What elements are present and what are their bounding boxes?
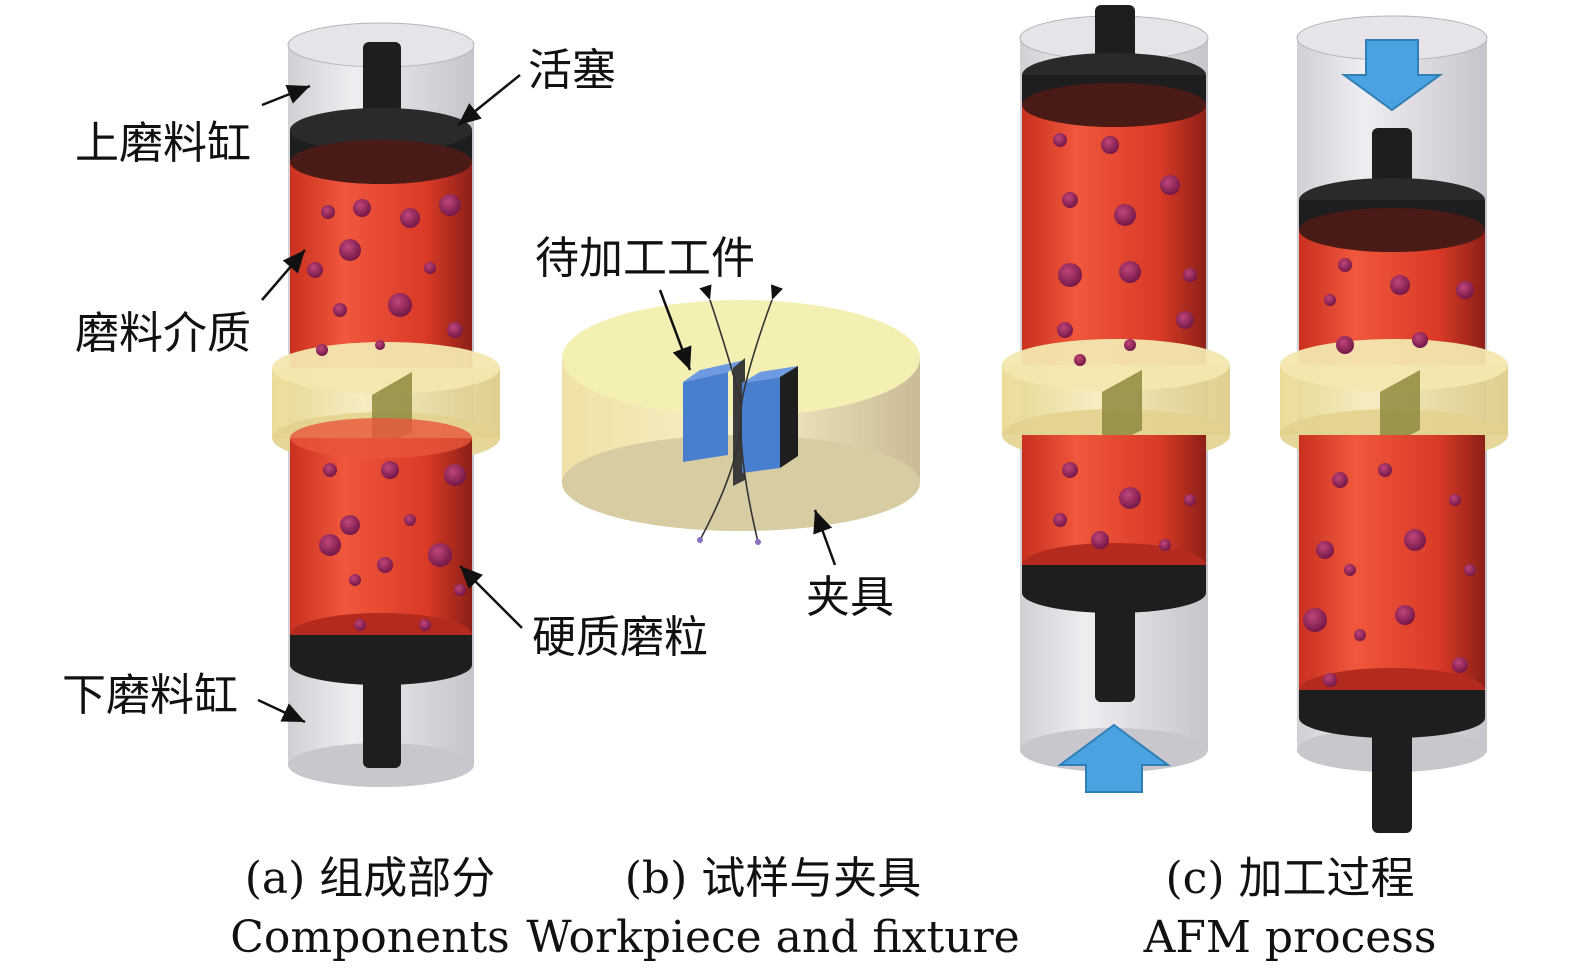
caption-a-zh: (a) 组成部分 — [245, 853, 496, 904]
panel-b — [562, 284, 920, 545]
workpiece-right — [742, 377, 780, 473]
panel-c-left — [1002, 5, 1230, 793]
arrow-up-icon — [1056, 723, 1172, 793]
panel-a — [272, 22, 500, 787]
caption-b-zh: (b) 试样与夹具 — [625, 853, 921, 904]
label-lower-cylinder: 下磨料缸 — [62, 670, 238, 721]
label-piston: 活塞 — [528, 45, 616, 96]
label-workpiece: 待加工工件 — [535, 233, 755, 284]
label-fixture: 夹具 — [806, 572, 894, 623]
workpiece-left — [683, 372, 728, 462]
caption-c-en: AFM process — [1143, 912, 1437, 963]
arrow-down-icon — [1340, 39, 1444, 112]
hard-grains — [307, 194, 466, 631]
label-abrasive-medium: 磨料介质 — [75, 308, 251, 359]
label-hard-grains: 硬质磨粒 — [532, 612, 708, 663]
panel-b-labels: 待加工工件 夹具 — [535, 233, 894, 623]
panel-c-right — [1280, 15, 1508, 833]
caption-a-en: Components — [230, 912, 510, 963]
captions: (a) 组成部分 Components (b) 试样与夹具 Workpiece … — [230, 853, 1436, 963]
caption-c-zh: (c) 加工过程 — [1166, 853, 1415, 904]
label-upper-cylinder: 上磨料缸 — [75, 118, 251, 169]
panel-a-labels: 活塞 上磨料缸 磨料介质 硬质磨粒 下磨料缸 — [62, 45, 708, 724]
right-medium-lower — [1299, 435, 1485, 695]
lower-piston-rod — [363, 660, 401, 768]
fixture-top — [562, 300, 920, 416]
caption-b-en: Workpiece and fixture — [526, 912, 1019, 963]
